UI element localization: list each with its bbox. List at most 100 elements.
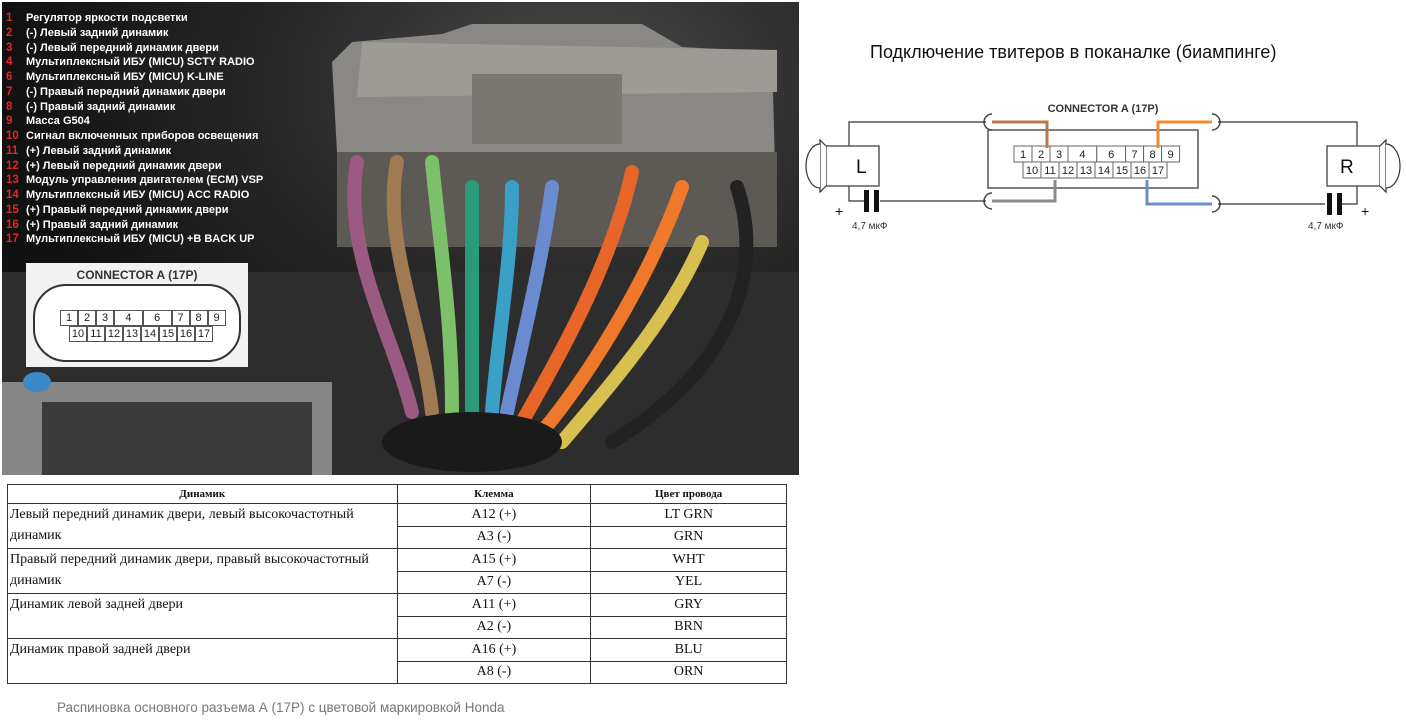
connector-pin: 17 — [195, 326, 213, 342]
wire-color-cell: ORN — [590, 660, 787, 684]
connector-pin: 12 — [105, 326, 123, 342]
connector-pin: 2 — [78, 310, 96, 326]
left-wire-top — [848, 121, 986, 150]
legend-pin-description: Масса G504 — [26, 115, 90, 128]
wire-blue — [1145, 180, 1212, 206]
table-row: A3 (-)GRN — [8, 525, 787, 549]
header-terminal: Клемма — [396, 484, 592, 504]
legend-pin-description: Регулятор яркости подсветки — [26, 12, 188, 24]
legend-item: 17 Мультиплексный ИБУ (MICU) +B BACK UP — [6, 232, 263, 247]
legend-pin-number: 6 — [6, 71, 13, 83]
diagram-connector-pin: 7 — [1132, 149, 1138, 161]
legend-pin-description: (-) Правый задний динамик — [26, 100, 176, 113]
table-row: Правый передний динамик двери, правый вы… — [7, 548, 787, 594]
diagram-connector-pin: 2 — [1038, 149, 1044, 161]
connector-pin: 7 — [171, 310, 190, 326]
legend-item: 6 Мультиплексный ИБУ (MICU) K-LINE — [6, 70, 263, 85]
speaker-pinout-table: Динамик Клемма Цвет провода Левый передн… — [7, 484, 787, 684]
legend-item: 16(+) Правый задний динамик — [6, 218, 263, 233]
connector-photo: 1 Регулятор яркости подсветки 2 (-) Левый з… — [2, 2, 799, 475]
wire-color-cell: GRN — [590, 525, 787, 549]
legend-item: 11(+) Левый задний динамик — [6, 144, 263, 159]
legend-pin-number: 13 — [6, 174, 19, 187]
terminal-cell: A3 (-) — [396, 525, 592, 549]
legend-item: 1 Регулятор яркости подсветки — [6, 11, 263, 26]
diagram-connector-pin: 4 — [1079, 149, 1085, 161]
legend-item: 7 (-) Правый передний динамик двери — [6, 85, 263, 100]
diagram-connector-pin: 15 — [1116, 165, 1128, 177]
wire-color-cell: YEL — [590, 570, 787, 594]
speaker-name-cell: Динамик левой задней двери — [7, 593, 398, 639]
left-capacitor-icon — [864, 190, 879, 212]
right-tweeter-icon — [1326, 138, 1401, 194]
legend-item: 9 Масса G504 — [6, 114, 263, 129]
left-tweeter-icon — [805, 138, 880, 194]
wire-color-cell: WHT — [590, 548, 787, 572]
legend-pin-number: 7 — [6, 85, 13, 98]
legend-pin-description: (-) Левый передний динамик двери — [26, 41, 219, 54]
legend-pin-number: 17 — [6, 233, 19, 246]
connector-pin: 3 — [96, 310, 114, 326]
photo-connector-title: CONNECTOR A (17P) — [76, 268, 198, 282]
legend-item: 12 (+) Левый передний динамик двери — [6, 159, 263, 174]
legend-pin-number: 1 — [6, 12, 13, 24]
connector-pin: 4 — [114, 310, 143, 326]
connector-photo-scene — [2, 24, 799, 475]
legend-pin-description: Мультиплексный ИБУ (MICU) ACC RADIO — [26, 189, 250, 201]
wire-color-cell: LT GRN — [590, 503, 787, 527]
table-row: A8 (-)ORN — [8, 660, 787, 684]
legend-pin-number: 8 — [6, 100, 13, 113]
diagram-title: Подключение твитеров в поканалке (биампи… — [870, 42, 1277, 62]
legend-pin-description: Мультиплексный ИБУ (MICU) K-LINE — [26, 71, 224, 83]
right-capacitor-label: 4,7 мкФ — [1308, 221, 1344, 232]
right-capacitor-icon — [1327, 193, 1342, 215]
diagram-connector-pin: 17 — [1152, 165, 1164, 177]
legend-pin-number: 9 — [6, 115, 13, 128]
legend-pin-number: 2 — [6, 26, 13, 39]
legend-pin-description: (-) Левый задний динамик — [26, 26, 169, 39]
diagram-connector-title: CONNECTOR A (17P) — [1048, 103, 1159, 115]
connector-pin: 10 — [69, 326, 87, 342]
header-speaker: Динамик — [7, 484, 398, 504]
left-channel-label: L — [856, 157, 867, 178]
diagram-connector-pin: 3 — [1056, 149, 1062, 161]
legend-pin-description: (+) Левый передний динамик двери — [26, 159, 222, 172]
legend-pin-number: 12 — [6, 159, 19, 172]
table-row: Левый передний динамик двери, левый высо… — [7, 503, 787, 549]
diagram-connector-pin: 6 — [1108, 149, 1114, 161]
speaker-name-cell: Левый передний динамик двери, левый высо… — [7, 503, 398, 549]
legend-pin-description: (-) Правый передний динамик двери — [26, 85, 226, 98]
legend-pin-number: 3 — [6, 41, 13, 54]
wire-orange — [1156, 120, 1212, 148]
legend-item: 2 (-) Левый задний динамик — [6, 26, 263, 41]
legend-pin-description: (+) Правый передний динамик двери — [26, 203, 229, 216]
speaker-name-cell: Динамик правой задней двери — [7, 638, 398, 684]
connector-pin: 13 — [123, 326, 141, 342]
right-channel-label: R — [1340, 157, 1354, 178]
legend-pin-number: 14 — [6, 189, 19, 201]
terminal-cell: A16 (+) — [396, 638, 592, 662]
diagram-connector-pin: 16 — [1134, 165, 1146, 177]
connector-pin: 9 — [207, 310, 226, 326]
connector-pin: 8 — [189, 310, 208, 326]
wire-color-cell: BRN — [590, 615, 787, 639]
legend-pin-description: Мультиплексный ИБУ (MICU) SCTY RADIO — [26, 56, 255, 69]
wire-color-cell: GRY — [590, 593, 787, 617]
terminal-cell: A15 (+) — [396, 548, 592, 572]
left-capacitor-label: 4,7 мкФ — [852, 221, 888, 232]
terminal-cell: A2 (-) — [396, 615, 592, 639]
legend-pin-description: Мультиплексный ИБУ (MICU) +B BACK UP — [26, 233, 255, 246]
legend-pin-number: 15 — [6, 203, 19, 216]
terminal-cell: A7 (-) — [396, 570, 592, 594]
legend-item: 3 (-) Левый передний динамик двери — [6, 41, 263, 56]
wire-grey — [992, 180, 1057, 203]
legend-item: 8 (-) Правый задний динамик — [6, 100, 263, 115]
connector-pin: 6 — [142, 310, 172, 326]
